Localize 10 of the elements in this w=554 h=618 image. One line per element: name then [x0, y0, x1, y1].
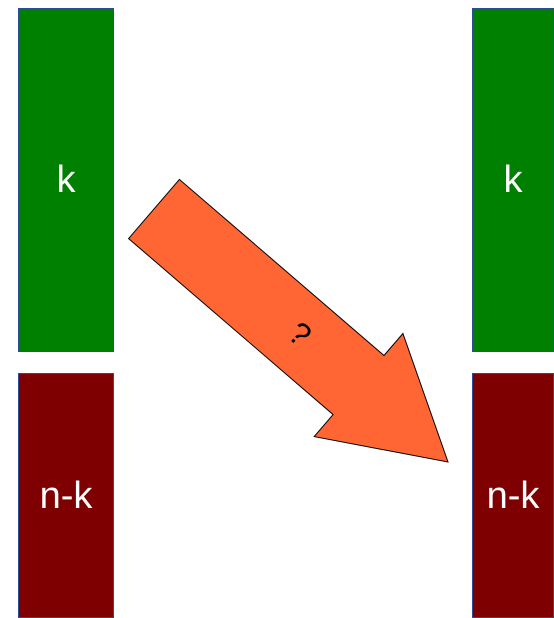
- bar-label: k: [504, 161, 522, 199]
- bar-label: n-k: [486, 476, 540, 514]
- block-bar: [472, 373, 554, 618]
- block-bar: [472, 8, 554, 352]
- block-arrow: [128, 178, 449, 463]
- edge-label: ?: [282, 316, 318, 352]
- block-bar: [18, 373, 114, 618]
- bar-label: n-k: [40, 476, 92, 514]
- block-bar: [18, 8, 114, 352]
- bar-label: k: [56, 161, 76, 199]
